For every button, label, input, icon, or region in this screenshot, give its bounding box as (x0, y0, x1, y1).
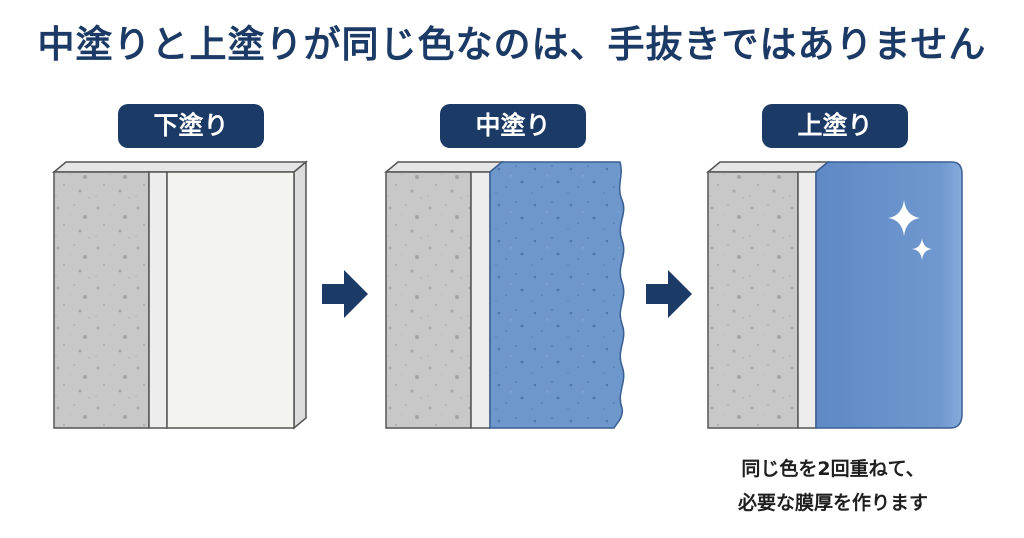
right-arrow-icon (322, 270, 368, 318)
primer-layer (797, 171, 817, 429)
step-label-middlecoat: 中塗り (440, 104, 586, 148)
step-label-undercoat: 下塗り (118, 104, 264, 148)
page-title: 中塗りと上塗りが同じ色なのは、手抜きではありません (37, 23, 987, 66)
wall-block-undercoat (52, 160, 308, 430)
caption-line-2: 必要な膜厚を作ります (737, 492, 928, 514)
wall-block-topcoat (706, 161, 963, 429)
wall-block-middlecoat (384, 161, 625, 429)
concrete-layer (707, 171, 799, 429)
topcoat-layer (815, 161, 963, 429)
middlecoat-layer (489, 161, 625, 429)
right-arrow-icon (646, 270, 692, 318)
concrete-layer (385, 171, 472, 429)
sparkle-icon (888, 200, 932, 260)
undercoat-layer (166, 171, 295, 429)
caption: 同じ色を2回重ねて、 必要な膜厚を作ります (688, 452, 978, 520)
step-label-topcoat: 上塗り (762, 104, 908, 148)
concrete-layer (53, 171, 150, 429)
caption-line-1: 同じ色を2回重ねて、 (741, 458, 925, 480)
primer-layer (470, 171, 491, 429)
primer-layer (148, 171, 168, 429)
